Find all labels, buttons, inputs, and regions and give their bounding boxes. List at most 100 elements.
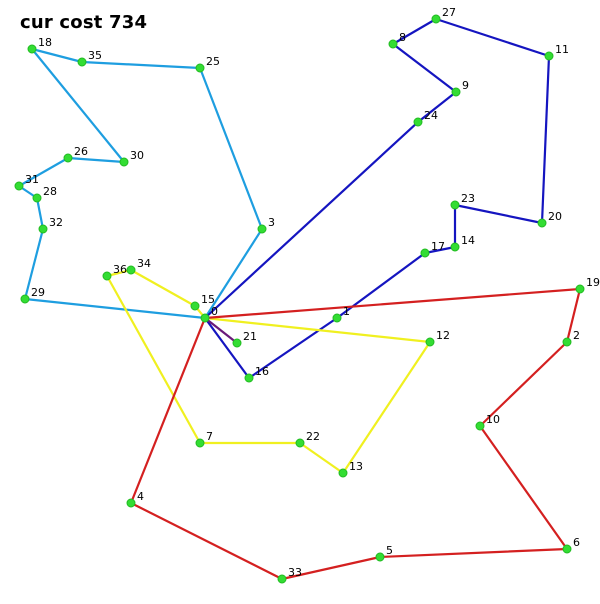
- route-edge-dark-blue-9-8: [391, 42, 458, 94]
- node-17: [420, 248, 430, 258]
- node-10: [475, 421, 485, 431]
- node-25: [195, 63, 205, 73]
- node-label-21: 21: [243, 330, 257, 343]
- node-label-22: 22: [306, 430, 320, 443]
- node-label-33: 33: [288, 566, 302, 579]
- route-edge-red-6-5: [378, 547, 569, 559]
- route-edge-dark-blue-11-20: [540, 54, 551, 225]
- route-edge-red-33-4: [129, 501, 284, 581]
- node-0: [200, 313, 210, 323]
- route-edge-yellow-0-12: [203, 316, 432, 344]
- node-14: [450, 242, 460, 252]
- node-label-6: 6: [573, 536, 580, 549]
- node-label-10: 10: [486, 413, 500, 426]
- node-20: [537, 218, 547, 228]
- node-22: [295, 438, 305, 448]
- cost-title: cur cost 734: [20, 12, 148, 33]
- node-18: [27, 44, 37, 54]
- route-edges: [17, 17, 582, 581]
- node-31: [14, 181, 24, 191]
- node-label-5: 5: [386, 544, 393, 557]
- node-label-13: 13: [349, 460, 363, 473]
- route-edge-dark-blue-27-11: [434, 17, 551, 58]
- node-7: [195, 438, 205, 448]
- route-edge-yellow-7-36: [105, 274, 202, 445]
- node-label-31: 31: [25, 173, 39, 186]
- node-1: [332, 313, 342, 323]
- route-edge-yellow-34-15: [129, 268, 197, 308]
- node-24: [413, 117, 423, 127]
- node-label-0: 0: [211, 305, 218, 318]
- node-label-3: 3: [268, 216, 275, 229]
- node-label-20: 20: [548, 210, 562, 223]
- node-9: [451, 87, 461, 97]
- route-edge-purple-0-21: [203, 316, 239, 345]
- route-edge-light-blue-26-30: [66, 156, 126, 164]
- route-edge-dark-blue-14-17: [423, 245, 457, 255]
- node-label-12: 12: [436, 329, 450, 342]
- node-label-27: 27: [442, 6, 456, 19]
- node-4: [126, 498, 136, 508]
- route-edge-dark-blue-17-1: [335, 251, 427, 320]
- node-label-15: 15: [201, 293, 215, 306]
- node-label-16: 16: [255, 365, 269, 378]
- node-19: [575, 284, 585, 294]
- node-label-14: 14: [461, 234, 475, 247]
- route-edge-red-4-0: [129, 316, 207, 505]
- route-edge-yellow-12-13: [341, 340, 432, 475]
- node-label-4: 4: [137, 490, 144, 503]
- node-11: [544, 51, 554, 61]
- route-edge-light-blue-29-32: [23, 227, 45, 301]
- node-label-23: 23: [461, 192, 475, 205]
- node-label-18: 18: [38, 36, 52, 49]
- route-edge-light-blue-25-3: [198, 66, 264, 231]
- node-label-7: 7: [206, 430, 213, 443]
- node-label-19: 19: [586, 276, 600, 289]
- node-label-2: 2: [573, 329, 580, 342]
- node-label-17: 17: [431, 240, 445, 253]
- route-edge-dark-blue-20-23: [453, 203, 544, 225]
- node-13: [338, 468, 348, 478]
- node-5: [375, 552, 385, 562]
- node-16: [244, 373, 254, 383]
- route-edge-light-blue-31-26: [17, 156, 70, 188]
- node-23: [450, 200, 460, 210]
- node-33: [277, 574, 287, 584]
- node-label-32: 32: [49, 216, 63, 229]
- route-edge-red-19-2: [565, 287, 582, 344]
- route-edge-light-blue-35-25: [80, 60, 202, 70]
- route-nodes: [14, 14, 585, 584]
- route-edge-dark-blue-0-24: [203, 120, 420, 320]
- node-label-35: 35: [88, 49, 102, 62]
- route-edge-red-0-19: [203, 287, 582, 320]
- node-15: [190, 301, 200, 311]
- route-edge-light-blue-0-29: [23, 297, 207, 320]
- node-label-30: 30: [130, 149, 144, 162]
- route-edge-dark-blue-8-27: [391, 17, 438, 46]
- node-8: [388, 39, 398, 49]
- route-edge-light-blue-32-28: [35, 196, 45, 231]
- route-edge-red-2-10: [478, 340, 569, 428]
- node-label-9: 9: [462, 79, 469, 92]
- route-edge-dark-blue-16-0: [203, 316, 251, 380]
- node-label-36: 36: [113, 263, 127, 276]
- node-26: [63, 153, 73, 163]
- route-edge-dark-blue-1-16: [247, 316, 339, 380]
- node-label-29: 29: [31, 286, 45, 299]
- node-2: [562, 337, 572, 347]
- node-12: [425, 337, 435, 347]
- route-edge-light-blue-3-0: [203, 227, 264, 320]
- node-label-8: 8: [399, 31, 406, 44]
- node-label-28: 28: [43, 185, 57, 198]
- node-label-24: 24: [424, 109, 438, 122]
- node-6: [562, 544, 572, 554]
- node-label-26: 26: [74, 145, 88, 158]
- node-27: [431, 14, 441, 24]
- node-35: [77, 57, 87, 67]
- node-36: [102, 271, 112, 281]
- route-edge-dark-blue-24-9: [416, 90, 458, 124]
- route-edge-light-blue-30-18: [30, 47, 126, 164]
